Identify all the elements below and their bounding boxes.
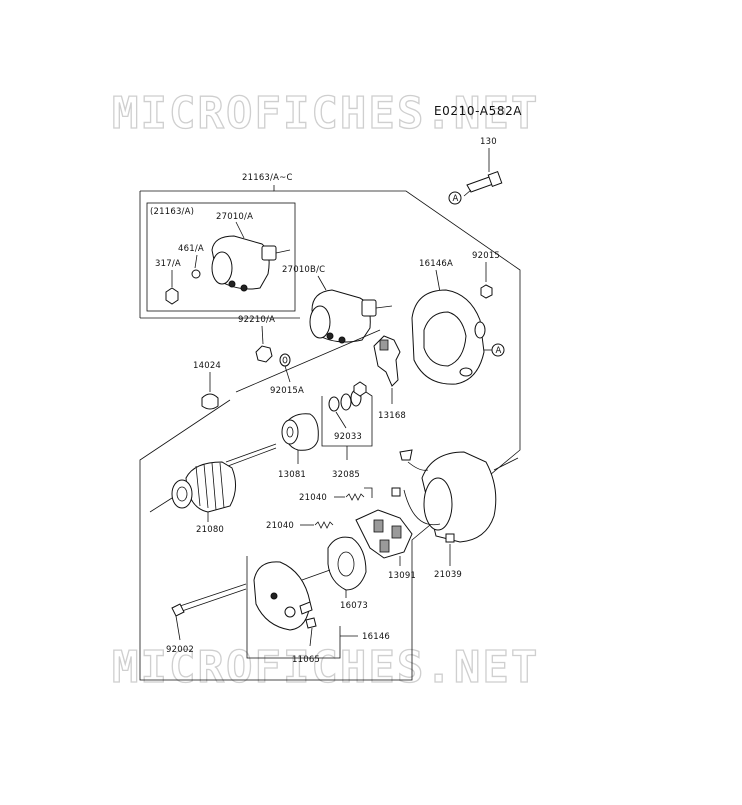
watermark-top: MICROFICHES.NET [112,88,539,139]
label-13168: 13168 [378,411,406,421]
label-317-a: 317/A [155,259,181,269]
lever-13168 [373,335,401,404]
label-16146a: 16146A [419,259,453,269]
label-14024: 14024 [193,361,221,371]
label-21040-a: 21040 [299,493,327,503]
label-16146: 16146 [362,632,390,642]
yoke-housing [391,449,519,566]
label-92015a: 92015A [270,386,304,396]
solenoid-large [309,275,393,344]
spring-21040-lower [300,521,334,529]
drive-housing [411,269,505,385]
armature-21080 [149,443,277,522]
label-16073: 16073 [340,601,368,611]
washer-92015a [279,353,291,383]
washers-92033 [328,381,367,412]
watermark-bottom: MICROFICHES.NET [112,642,539,693]
cap-14024 [201,372,219,410]
through-bolt-92002 [171,583,247,641]
brush-holder-13091 [355,509,413,566]
label-27010-a: 27010/A [216,212,253,222]
bracket-32085 [321,387,373,460]
label-21163-a: (21163/A) [150,207,194,217]
label-461-a: 461/A [178,244,204,254]
bolt-130 [448,148,503,205]
label-92210-a: 92210/A [238,315,275,325]
callout-a-1: A [453,194,459,204]
label-27010-b-c: 27010B/C [282,265,325,275]
end-cover-16146 [246,556,358,659]
label-92015: 92015 [472,251,500,261]
solenoid-small [165,221,291,305]
diagram-code: E0210-A582A [434,104,522,118]
sub-assembly-box [146,202,296,312]
nut-92015 [480,262,493,299]
callout-a-2: A [496,346,502,356]
bearing-plate-16073 [301,536,367,598]
label-130: 130 [480,137,497,147]
label-21039: 21039 [434,570,462,580]
label-92002: 92002 [166,645,194,655]
label-21080: 21080 [196,525,224,535]
label-92033: 92033 [334,432,362,442]
label-21040-b: 21040 [266,521,294,531]
label-11065: 11065 [292,655,320,665]
label-13091: 13091 [388,571,416,581]
clutch-13081 [281,413,319,464]
label-13081: 13081 [278,470,306,480]
screw-11065 [305,617,317,647]
leader-line [235,329,381,393]
nut-92210a [255,325,273,363]
label-32085: 32085 [332,470,360,480]
spring-21040-upper [334,493,365,501]
label-21163-a-c: 21163/A~C [242,173,293,183]
spring-leader [364,487,373,498]
